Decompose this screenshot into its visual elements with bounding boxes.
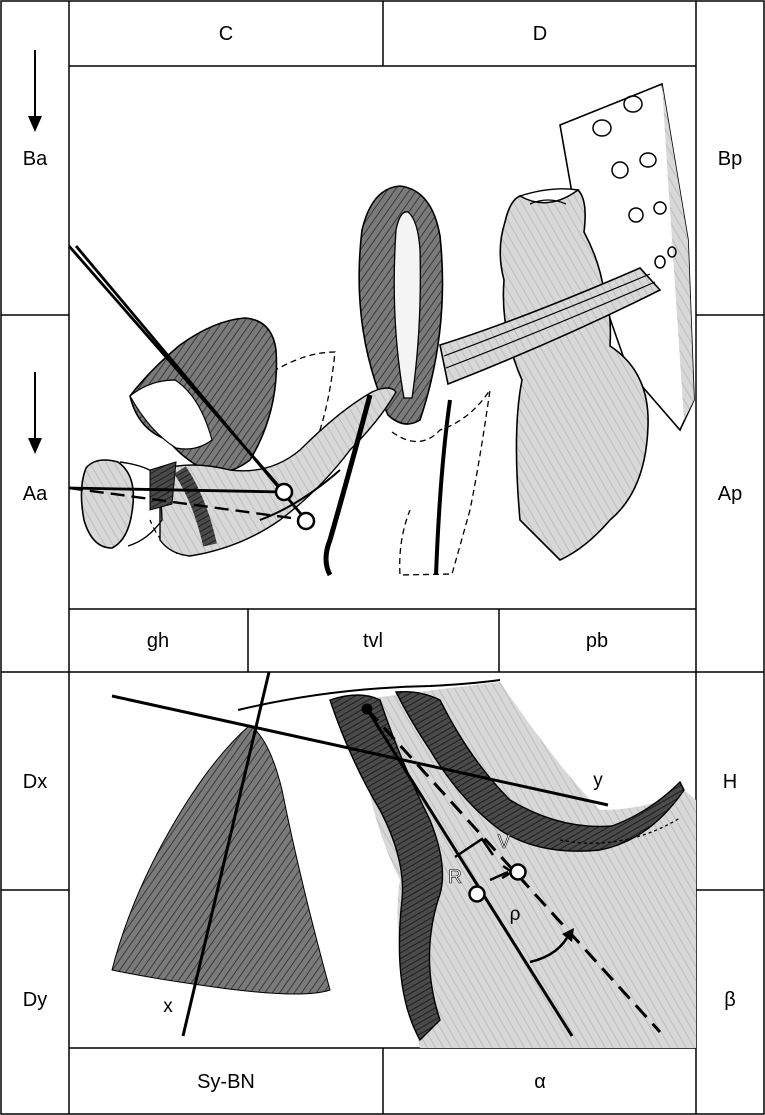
label-bp: Bp bbox=[718, 148, 742, 170]
label-h: H bbox=[723, 771, 737, 793]
label-c: C bbox=[219, 23, 233, 45]
label-dy: Dy bbox=[23, 989, 47, 1011]
label-ap: Ap bbox=[718, 483, 742, 505]
down-arrow-icon bbox=[28, 372, 42, 454]
anatomy-illustration-top bbox=[69, 82, 695, 577]
label-rho: ρ bbox=[510, 904, 521, 925]
label-aa: Aa bbox=[23, 483, 48, 505]
label-alpha: α bbox=[534, 1071, 546, 1093]
label-d: D bbox=[533, 23, 547, 45]
label-beta: β bbox=[724, 989, 736, 1011]
anatomy-illustration-bottom bbox=[111, 672, 696, 1048]
down-arrow-icon bbox=[28, 50, 42, 132]
label-dx: Dx bbox=[23, 771, 47, 793]
label-tvl: tvl bbox=[363, 630, 383, 652]
label-ba: Ba bbox=[23, 148, 48, 170]
label-y: y bbox=[593, 770, 603, 791]
label-x: x bbox=[163, 996, 173, 1017]
label-v: V bbox=[498, 832, 511, 853]
grid-labels: C D Ba Aa Dx Dy Bp Ap H β gh tvl pb Sy-B… bbox=[23, 23, 742, 1093]
label-r: R bbox=[448, 867, 462, 888]
label-sybn: Sy-BN bbox=[197, 1071, 255, 1093]
label-gh: gh bbox=[147, 630, 169, 652]
label-pb: pb bbox=[586, 630, 608, 652]
diagram-labels: x y V R ρ bbox=[163, 770, 603, 1017]
